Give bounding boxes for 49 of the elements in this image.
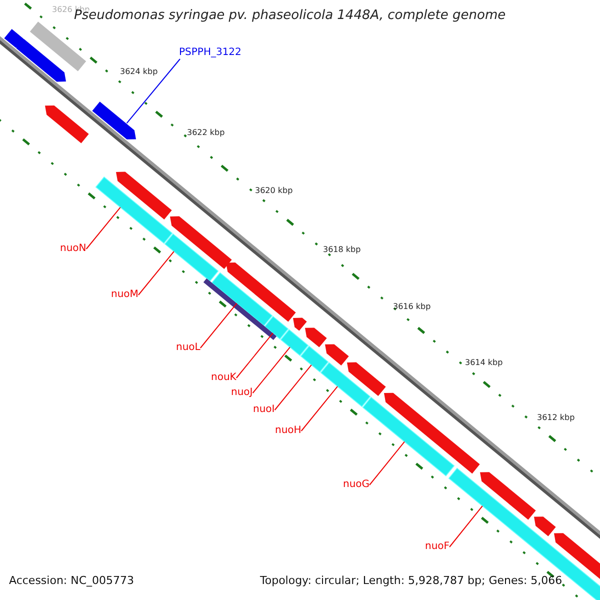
gene-bar (203, 278, 277, 340)
scale-label: 3624 kbp (120, 66, 158, 78)
leader-line (200, 302, 238, 348)
gene-label: nouK (211, 372, 236, 384)
leader-line (138, 251, 174, 296)
gene-bar (362, 396, 455, 476)
gene-feature (45, 106, 89, 144)
gene-feature (92, 102, 136, 140)
gene-bar (30, 22, 86, 72)
gene-feature (384, 392, 480, 474)
gene-label: nuoN (60, 243, 86, 255)
leader-line (252, 346, 290, 394)
gene-feature (325, 344, 349, 366)
gene-feature (480, 472, 536, 520)
genome-stats-note: Topology: circular; Length: 5,928,787 bp; Genes: 5,066 (260, 575, 562, 587)
scale-label: 3616 kbp (393, 301, 431, 313)
gene-label: nuoL (176, 342, 200, 354)
scale-label: 3618 kbp (323, 244, 361, 256)
gene-label: nuoJ (231, 387, 253, 399)
gene-bar (211, 272, 273, 326)
gene-feature (347, 362, 386, 396)
gene-label: nuoG (343, 479, 370, 491)
scale-label: 3612 kbp (537, 412, 575, 424)
leader-line (86, 206, 121, 250)
gene-bar (300, 346, 329, 372)
gene-feature (170, 216, 232, 269)
leader-line (126, 58, 180, 124)
gene-bar (280, 329, 309, 356)
gene-feature (226, 262, 296, 322)
gene-label: nuoI (253, 404, 275, 416)
gene-bar (264, 316, 289, 340)
gene-feature (16, 38, 66, 82)
scale-label: 3620 kbp (255, 185, 293, 197)
gene-bar (164, 233, 219, 282)
gene-label: nuoH (275, 425, 302, 437)
gene-bar (95, 176, 173, 244)
leader-line (449, 506, 483, 548)
gene-feature (293, 318, 307, 331)
scale-label: 3622 kbp (187, 127, 225, 139)
accession-note: Accession: NC_005773 (9, 575, 134, 587)
gene-label: nuoF (425, 541, 450, 553)
gene-feature (305, 328, 327, 348)
gene-label: nuoM (111, 289, 138, 301)
leader-line (274, 364, 312, 410)
gene-feature (534, 516, 556, 536)
scale-label: 3614 kbp (465, 357, 503, 369)
gene-feature (116, 172, 172, 220)
gene-bar (320, 362, 371, 408)
gene-label: PSPPH_3122 (179, 47, 242, 59)
